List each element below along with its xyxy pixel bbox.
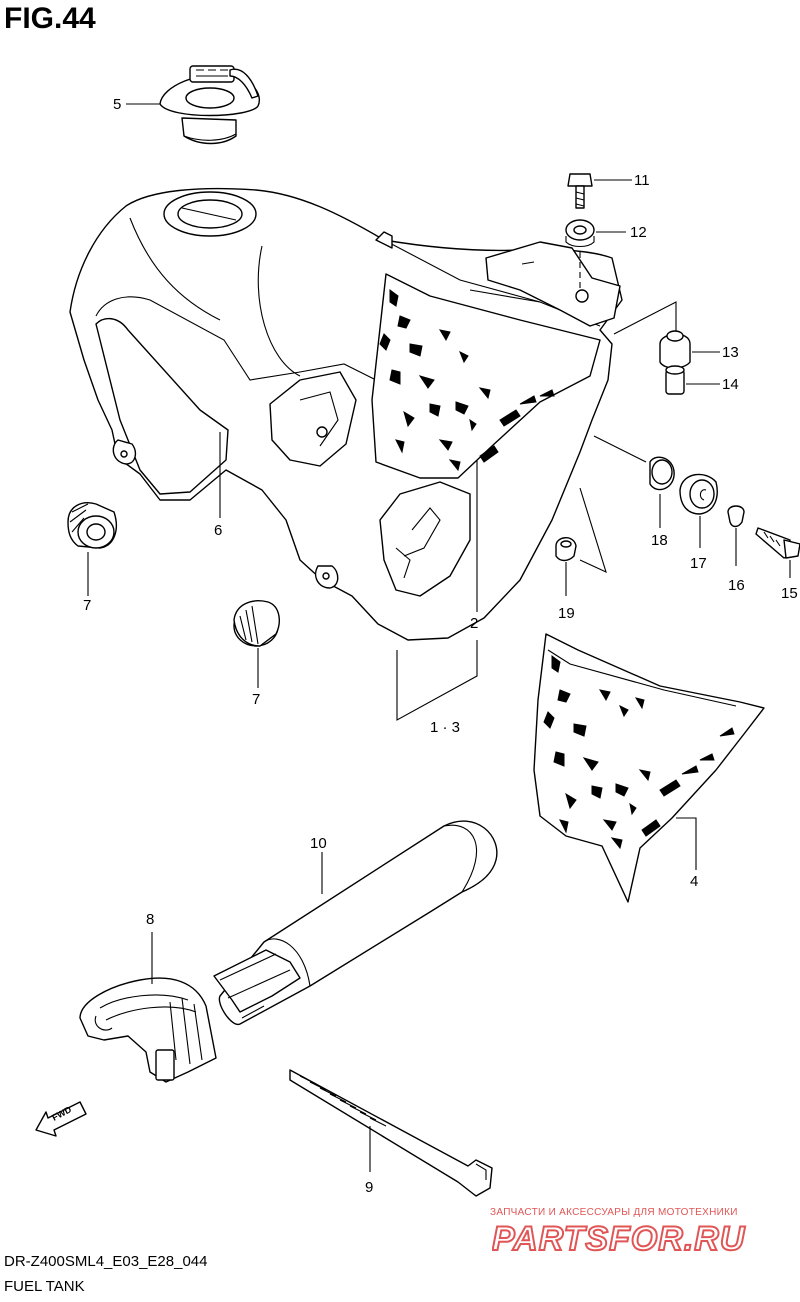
callout-14: 14 (722, 376, 739, 393)
callout-12: 12 (630, 224, 647, 241)
cable-tie-9-part[interactable] (289, 1069, 493, 1197)
callout-9: 9 (365, 1179, 373, 1196)
cushion-13-part[interactable] (659, 330, 691, 369)
callout-16: 16 (728, 577, 745, 594)
cushion-part-a[interactable] (67, 502, 118, 549)
collar-19-part[interactable] (555, 537, 577, 562)
shroud-4-part[interactable] (533, 633, 765, 903)
svg-text:PARTSFOR.RU: PARTSFOR.RU (492, 1220, 746, 1258)
bolt-11-part[interactable] (567, 173, 593, 209)
figure-title: FIG.44 (4, 2, 96, 35)
fwd-arrow-icon: FWD (35, 1101, 87, 1137)
callout-6: 6 (214, 522, 222, 539)
callout-11: 11 (634, 172, 650, 189)
fuel-tank-part[interactable] (69, 187, 623, 641)
callout-7a: 7 (83, 597, 91, 614)
callout-19: 19 (558, 605, 575, 622)
collar-16-part[interactable] (727, 505, 745, 528)
cushion-17-part[interactable] (679, 473, 718, 515)
callout-2: 2 (470, 615, 478, 632)
cushion-18-part[interactable] (649, 456, 675, 491)
collar-14-part[interactable] (665, 365, 685, 395)
callout-15: 15 (781, 585, 798, 602)
fuel-cap-part[interactable] (159, 65, 260, 145)
callout-5: 5 (113, 96, 121, 113)
callout-18: 18 (651, 532, 668, 549)
figure-name: FUEL TANK (4, 1278, 85, 1295)
bolt-15-part[interactable] (755, 527, 800, 559)
watermark-logo-image: PARTSFOR.RU (492, 1219, 746, 1259)
grommet-part-b[interactable] (233, 600, 280, 647)
protector-8-part[interactable] (79, 977, 217, 1083)
callout-7b: 7 (252, 691, 260, 708)
callout-4: 4 (690, 873, 698, 890)
callout-17: 17 (690, 555, 707, 572)
model-code: DR-Z400SML4_E03_E28_044 (4, 1253, 208, 1270)
callout-1-3: 1 · 3 (430, 719, 460, 736)
callout-13: 13 (722, 344, 739, 361)
callout-10: 10 (310, 835, 327, 852)
callout-8: 8 (146, 911, 154, 928)
watermark-subtitle: ЗАПЧАСТИ И АКСЕССУАРЫ ДЛЯ МОТОТЕХНИКИ (490, 1207, 738, 1218)
washer-12-part[interactable] (565, 219, 595, 248)
tube-10-part[interactable] (213, 820, 498, 1025)
